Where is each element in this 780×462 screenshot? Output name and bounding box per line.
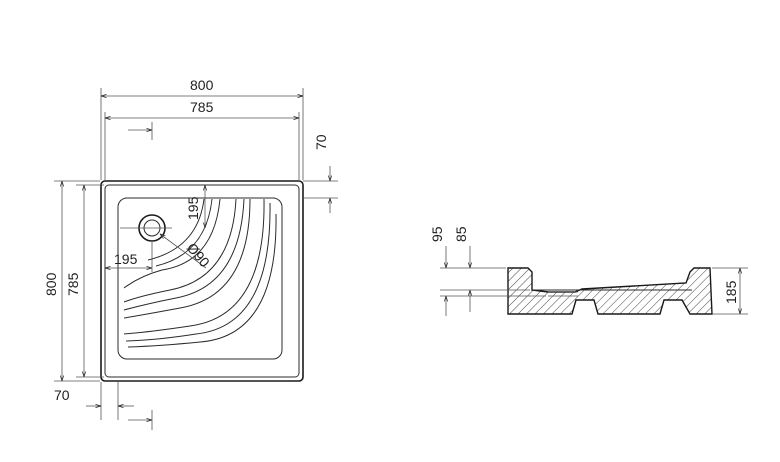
tray-section-profile (507, 267, 713, 315)
section-view: 95 85 185 (429, 226, 748, 316)
dim-drain-vertical: 195 (185, 196, 201, 220)
dim-section-85: 85 (453, 226, 469, 242)
plan-view: Ø90 800 785 70 195 195 800 (43, 77, 338, 430)
dim-outer-width: 800 (190, 77, 214, 93)
dim-section-185: 185 (723, 280, 739, 304)
dim-bottom-offset: 70 (54, 387, 70, 403)
tray-outer-outline (100, 180, 304, 382)
dim-inner-width: 785 (190, 99, 214, 115)
tray-rim-outline (104, 184, 300, 378)
dim-top-offset: 70 (313, 134, 329, 150)
dim-drain-horizontal: 195 (114, 251, 138, 267)
dim-section-95: 95 (429, 226, 445, 242)
dim-outer-height: 800 (43, 272, 59, 296)
tray-basin-outline (117, 197, 283, 360)
dim-drain-diameter: Ø90 (184, 240, 213, 271)
dim-inner-height: 785 (65, 272, 81, 296)
anti-slip-ribs (123, 198, 277, 348)
